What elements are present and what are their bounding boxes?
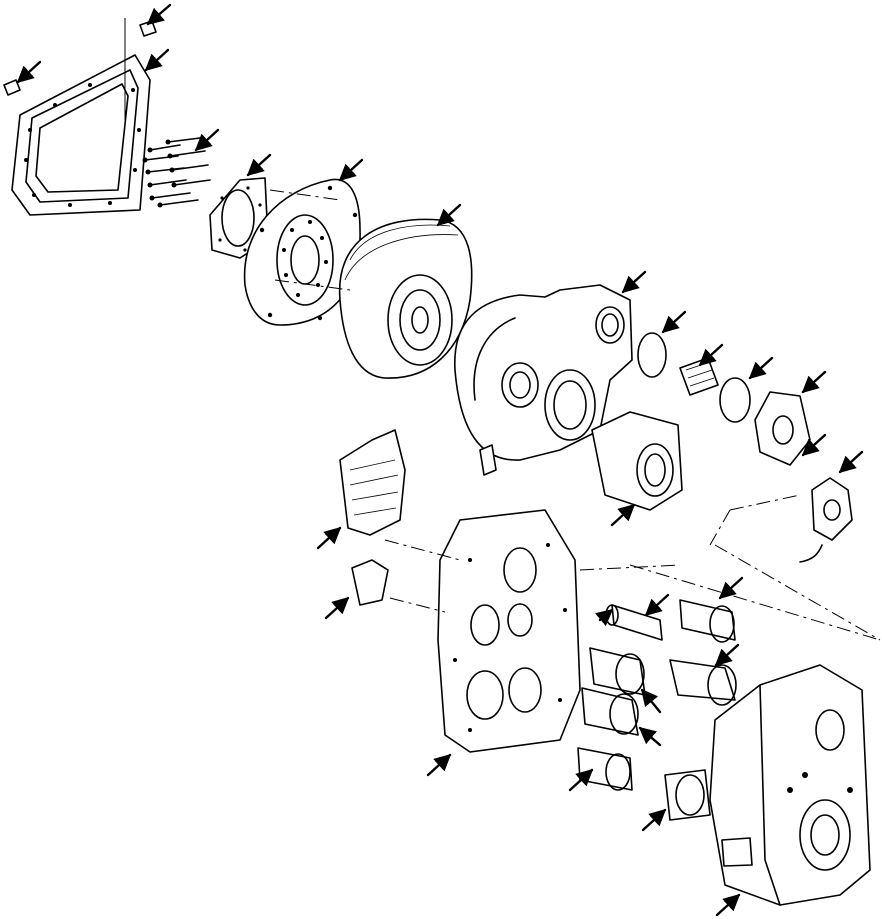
callout-arrow bbox=[838, 450, 864, 474]
callout-arrow bbox=[246, 153, 272, 177]
callout-arrow bbox=[644, 593, 670, 617]
dowel-pin bbox=[3, 79, 21, 96]
callout-arrow bbox=[714, 643, 740, 667]
callout-arrow bbox=[718, 576, 744, 600]
callout-arrow bbox=[194, 128, 220, 152]
callout-arrows bbox=[16, 3, 864, 917]
callout-arrow bbox=[16, 60, 42, 84]
callout-arrow bbox=[338, 158, 364, 182]
callout-arrow bbox=[698, 343, 724, 367]
housing-bolt-holes bbox=[24, 83, 141, 207]
input-gear-shaft bbox=[577, 747, 633, 791]
callout-arrow bbox=[801, 433, 827, 457]
rear-housing bbox=[709, 664, 871, 906]
callout-arrow bbox=[426, 753, 452, 777]
callout-arrow bbox=[610, 503, 636, 527]
flywheel-housing bbox=[11, 54, 151, 216]
callout-arrow bbox=[641, 808, 667, 832]
o-ring-1 bbox=[637, 332, 667, 378]
main-transmission-case bbox=[437, 509, 581, 753]
torque-converter bbox=[338, 218, 473, 379]
callout-arrow bbox=[621, 270, 647, 294]
gear-cluster-2 bbox=[589, 647, 646, 696]
callout-arrow bbox=[661, 310, 687, 334]
callout-arrow bbox=[144, 48, 170, 72]
converter-housing bbox=[454, 284, 633, 476]
bolt-set bbox=[142, 137, 211, 208]
valve-body bbox=[339, 429, 406, 536]
sleeve bbox=[679, 357, 719, 396]
speed-sensor bbox=[799, 477, 853, 563]
callout-arrow bbox=[316, 526, 342, 550]
callout-arrow bbox=[801, 370, 827, 394]
assembly-centerlines bbox=[269, 189, 881, 641]
callout-arrow bbox=[324, 596, 350, 620]
callout-arrow bbox=[595, 608, 614, 627]
gear-cluster-1 bbox=[679, 599, 736, 643]
callout-arrow bbox=[146, 3, 172, 26]
callout-arrow bbox=[638, 726, 662, 747]
pump-adapter bbox=[591, 411, 683, 511]
callout-arrow bbox=[748, 356, 774, 380]
callout-arrow bbox=[715, 893, 741, 917]
bevel-gear bbox=[664, 769, 711, 821]
output-shaft-gear bbox=[669, 659, 737, 706]
cover-plate bbox=[754, 391, 811, 466]
callout-arrow bbox=[640, 688, 662, 714]
callout-arrow bbox=[436, 203, 462, 227]
o-ring-2 bbox=[719, 377, 751, 423]
gear-cluster-3 bbox=[581, 687, 639, 736]
callout-arrow bbox=[568, 768, 594, 792]
idler-shaft bbox=[605, 604, 663, 641]
output-connector bbox=[351, 559, 389, 606]
